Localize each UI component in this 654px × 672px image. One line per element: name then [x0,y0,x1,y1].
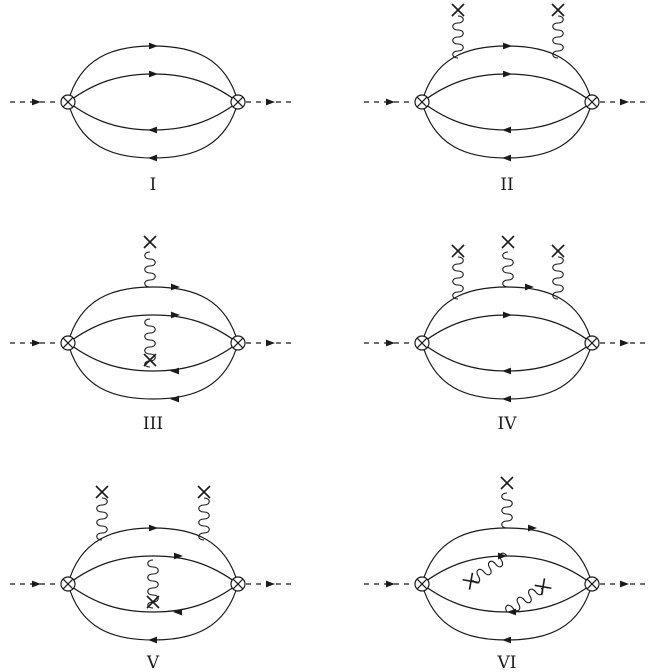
propagator-3 [67,101,239,131]
diagram-label: V [146,653,160,672]
gluon-external-top [143,235,157,288]
incoming-dashed-line [10,339,60,347]
diagram-label: IV [498,414,518,434]
gluon-external-left [451,244,465,300]
gluon-exchange [143,318,157,368]
propagator-2 [421,314,593,344]
diagram-V: V [10,485,296,672]
diagram-II: II [364,3,650,195]
propagator-2 [67,314,239,344]
vertex-right [584,576,600,592]
gluon-exchange [146,559,160,609]
gluon-external-right [197,485,211,541]
propagator-3 [67,583,239,613]
arrow-right [149,42,158,50]
arrow-left [502,636,511,644]
arrow-right [149,524,158,532]
vertex-right [230,94,246,110]
gluon-external-top [500,476,514,529]
gluon-diagonal-upper [462,552,508,590]
propagator-3 [421,101,593,131]
cross-mark [451,3,465,17]
arrow-right [149,70,158,78]
gluon-external-right [551,3,565,59]
incoming-dashed-line [364,339,414,347]
cross-mark [143,235,157,249]
vertex-right [230,335,246,351]
gluon-external-left [451,3,465,59]
arrow-left [148,154,157,162]
diagram-III: III [10,235,296,434]
vertex-left [60,576,76,592]
diagram-label: II [500,175,513,195]
propagator-2 [67,73,239,103]
cross-mark [146,595,160,609]
cross-mark [143,353,157,367]
vertex-left [414,335,430,351]
propagator-3 [421,583,593,613]
cross-mark [197,485,211,499]
propagator-1 [67,286,239,344]
outgoing-dashed-line [600,98,650,106]
arrow-left [502,126,511,134]
incoming-dashed-line [364,98,414,106]
arrow-left [148,636,157,644]
propagator-2 [421,555,593,585]
vertex-right [230,576,246,592]
diagram-label: VI [497,653,517,672]
cross-mark [500,476,514,490]
diagram-label: III [143,414,163,434]
diagram-I: I [10,42,296,195]
arrow-left [170,395,179,403]
arrow-left [148,126,157,134]
cross-mark [462,572,480,590]
cross-mark [551,244,565,258]
cross-mark [534,578,552,596]
arrow-left [173,608,182,616]
arrow-left [502,395,511,403]
propagator-4 [67,342,239,400]
outgoing-dashed-line [246,580,296,588]
arrow-left [502,154,511,162]
cross-mark [501,235,515,249]
vertex-left [414,576,430,592]
gluon-external-left [95,485,109,541]
incoming-dashed-line [364,580,414,588]
gluon-external-top [501,235,515,288]
vertex-right [584,94,600,110]
cross-mark [451,244,465,258]
gluon-external-right [551,244,565,300]
propagator-3 [67,342,239,372]
vertex-left [414,94,430,110]
arrow-left [170,367,179,375]
vertex-right [584,335,600,351]
propagator-2 [421,73,593,103]
vertex-left [60,335,76,351]
arrow-right [503,311,512,319]
arrow-left [502,367,511,375]
diagram-label: I [150,175,157,195]
propagator-2 [67,555,239,585]
propagator-3 [421,342,593,372]
incoming-dashed-line [10,98,60,106]
incoming-dashed-line [10,580,60,588]
vertex-left [60,94,76,110]
cross-mark [95,485,109,499]
arrow-right [503,70,512,78]
cross-mark [551,3,565,17]
outgoing-dashed-line [246,339,296,347]
outgoing-dashed-line [600,339,650,347]
diagram-IV: IV [364,235,650,434]
outgoing-dashed-line [246,98,296,106]
diagram-VI: VI [364,476,650,672]
arrow-right [503,42,512,50]
outgoing-dashed-line [600,580,650,588]
